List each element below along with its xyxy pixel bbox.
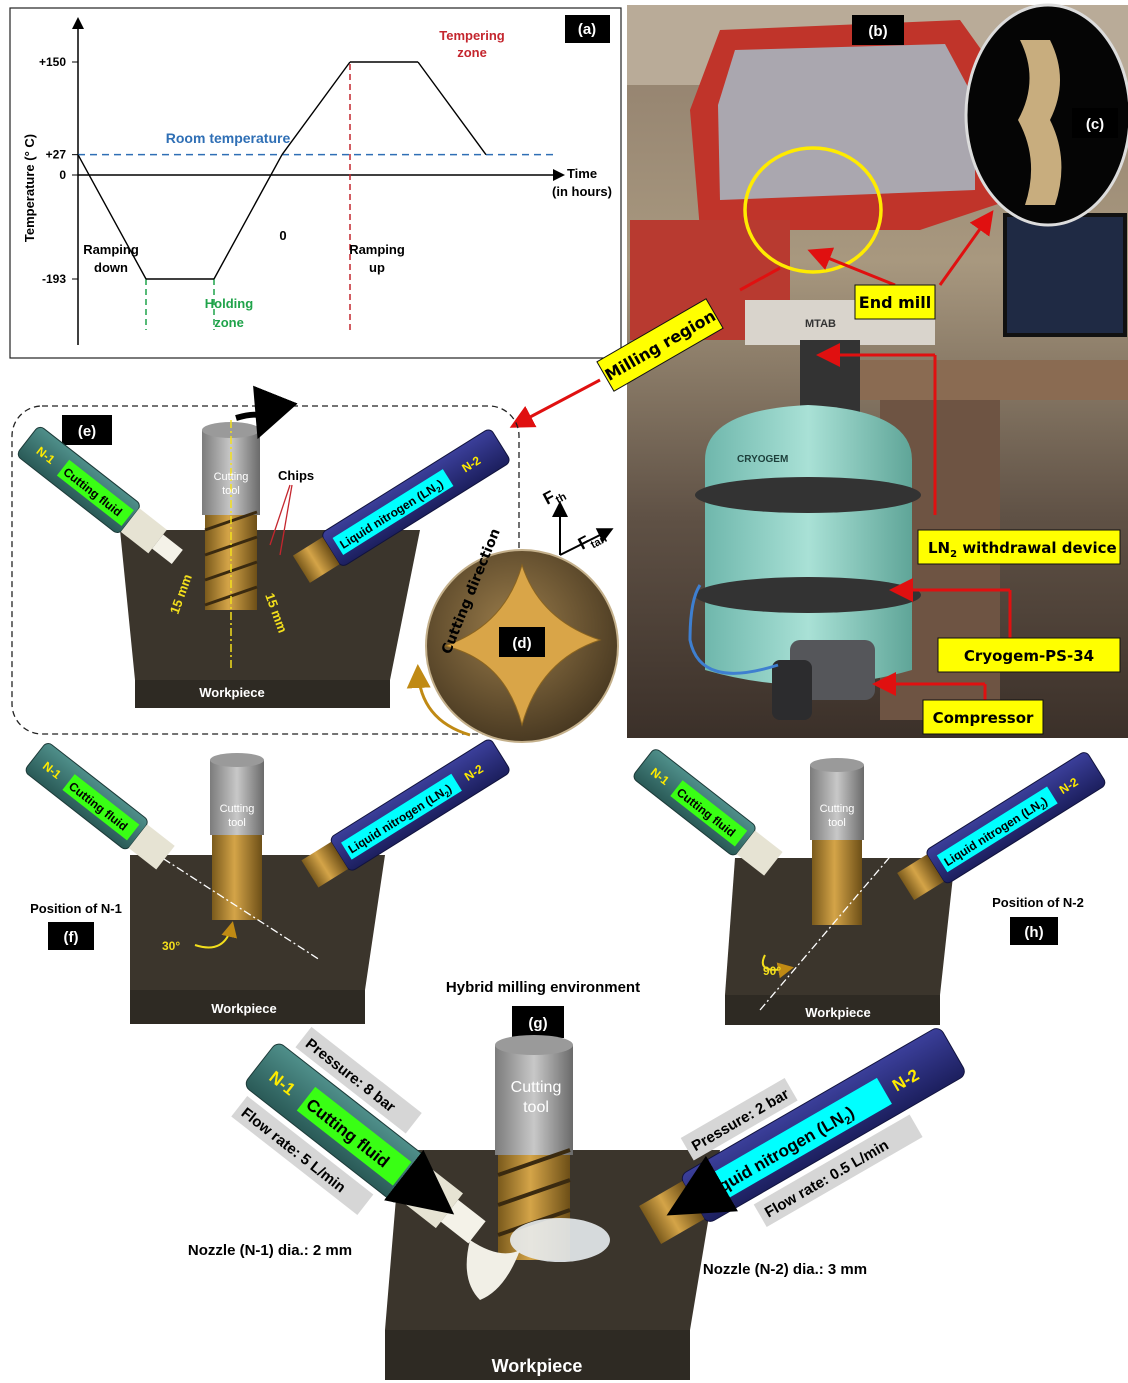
panel-d-label: (d) xyxy=(512,635,531,652)
ln2-device-callout: LN2 withdrawal device xyxy=(928,539,1117,560)
milling-region-arrow-to-e xyxy=(515,380,600,425)
tempering-zone-label-2: zone xyxy=(457,45,487,60)
cutting-tool-label-2-e: tool xyxy=(222,485,240,497)
panel-c-label: (c) xyxy=(1086,116,1104,133)
ramping-up-label-2: up xyxy=(369,260,385,275)
y-tick-label: 0 xyxy=(59,168,66,182)
cutting-tool-label-1-g: Cutting xyxy=(511,1079,562,1096)
cutting-tool-flutes-f xyxy=(212,835,262,920)
workpiece-label-f: Workpiece xyxy=(211,1001,277,1016)
cutting-tool-label-2-h: tool xyxy=(828,817,846,829)
x-axis-label-1: Time xyxy=(567,166,597,181)
cutting-tool-top-h xyxy=(810,758,864,772)
hold-value-label: 0 xyxy=(279,228,286,243)
cutting-tool-label-1-e: Cutting xyxy=(214,471,249,483)
y-tick-label: -193 xyxy=(42,272,66,286)
panel-e-label: (e) xyxy=(78,423,96,440)
hybrid-title: Hybrid milling environment xyxy=(446,979,640,996)
cutting-tool-label-2-f: tool xyxy=(228,817,246,829)
workpiece-label-e: Workpiece xyxy=(199,685,265,700)
position-n1-label: Position of N-1 xyxy=(30,901,122,916)
dewar-brand-text: CRYOGEM xyxy=(737,454,788,465)
panel-g-setup: Hybrid milling environment (g) Workpiece… xyxy=(188,979,983,1380)
cutting-tool-label-1-f: Cutting xyxy=(220,803,255,815)
y-axis-label: Temperature (° C) xyxy=(22,134,37,242)
desk-top xyxy=(860,360,1128,400)
holding-zone-label-2: zone xyxy=(214,315,244,330)
nozzle-n2-f: Liquid nitrogen (LN2) N-2 xyxy=(299,738,511,891)
nozzle-n1-e: N-1 Cutting fluid xyxy=(16,425,189,572)
nozzle-n1-f: N-1 Cutting fluid xyxy=(24,741,177,873)
panel-f-setup: Position of N-1 (f) Workpiece Cutting to… xyxy=(24,738,512,1024)
compressor-callout: Compressor xyxy=(933,709,1034,727)
panel-a-frame xyxy=(10,8,621,358)
nozzle-n1-g: N-1 Cutting fluid Pressure: 8 bar Flow r… xyxy=(223,1016,514,1280)
ramping-down-label-2: down xyxy=(94,260,128,275)
nozzle-n2-h: Liquid nitrogen (LN2) N-2 xyxy=(895,750,1107,903)
cutting-tool-label-1-h: Cutting xyxy=(820,803,855,815)
chips-label-e: Chips xyxy=(278,468,314,483)
cutting-tool-top-g xyxy=(495,1035,573,1055)
panel-a-label: (a) xyxy=(578,21,596,38)
panel-e-setup: (e) Workpiece Cutting tool Chips 15 mm 1… xyxy=(12,406,618,742)
f-th-label: Fth xyxy=(540,482,569,511)
panel-f-label: (f) xyxy=(64,929,79,946)
x-axis-label-2: (in hours) xyxy=(552,184,612,199)
room-temperature-label: Room temperature xyxy=(166,130,291,146)
ramping-down-label-1: Ramping xyxy=(83,242,139,257)
compressor-motor xyxy=(772,660,812,720)
workpiece-label-h: Workpiece xyxy=(805,1005,871,1020)
nozzle-n1-h: N-1 Cutting fluid xyxy=(632,747,785,879)
panel-b-label: (b) xyxy=(868,23,887,40)
cryogem-callout: Cryogem-PS-34 xyxy=(964,647,1094,665)
monitor xyxy=(1005,215,1125,335)
nozzle-n2-dia-label: Nozzle (N-2) dia.: 3 mm xyxy=(703,1261,867,1278)
position-n2-label: Position of N-2 xyxy=(992,895,1084,910)
machine-brand-text: MTAB xyxy=(805,318,836,330)
holding-zone-label-1: Holding xyxy=(205,296,253,311)
ln2-vapor xyxy=(510,1218,610,1262)
y-tick-label: +150 xyxy=(39,55,66,69)
cutting-tool-label-2-g: tool xyxy=(523,1099,549,1116)
panel-h-setup: Position of N-2 (h) Workpiece Cutting to… xyxy=(632,747,1107,1025)
panel-h-label: (h) xyxy=(1024,924,1043,941)
panel-b-photo: MTAB CRYOGEM (b) (c) End mill LN2 withdr… xyxy=(627,5,1128,738)
tempering-zone-label-1: Tempering xyxy=(439,28,505,43)
y-tick-label: +27 xyxy=(46,148,67,162)
nozzle-n1-dia-label: Nozzle (N-1) dia.: 2 mm xyxy=(188,1242,352,1259)
f-tan-label: Ftan xyxy=(575,524,609,556)
angle-label-f: 30° xyxy=(162,939,180,953)
panel-g-label: (g) xyxy=(528,1015,547,1032)
cutting-tool-flutes-h xyxy=(812,840,862,925)
cutting-tool-top-f xyxy=(210,753,264,767)
panel-a-chart: (a) +150+270-193 Temperature (° C) Time … xyxy=(10,8,621,358)
dewar-ring-bottom xyxy=(695,577,921,613)
dewar-ring-top xyxy=(695,477,921,513)
ramping-up-label-1: Ramping xyxy=(349,242,405,257)
nozzle-n2-g: Liquid nitrogen (LN2) N-2 Pressure: 2 ba… xyxy=(620,998,983,1277)
angle-label-h: 90° xyxy=(763,964,781,978)
workpiece-label-g: Workpiece xyxy=(492,1356,583,1376)
end-mill-callout: End mill xyxy=(859,293,931,312)
